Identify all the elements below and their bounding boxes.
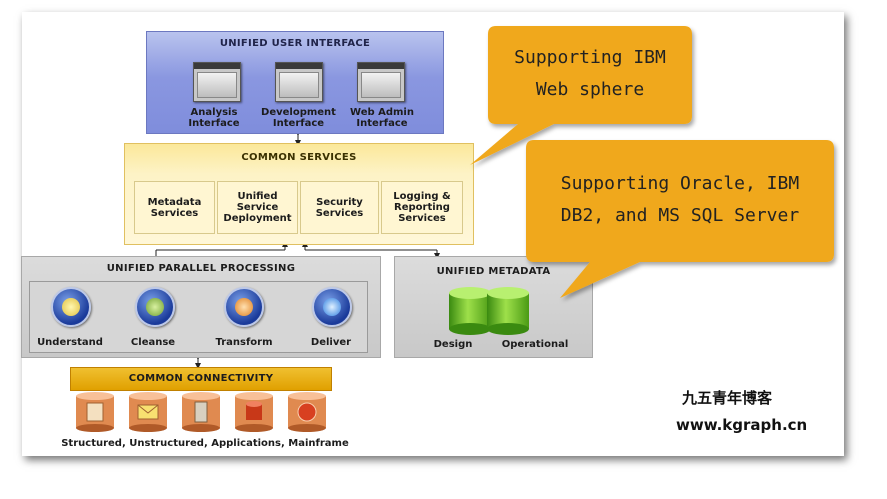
step-cleanse: Cleanse <box>130 337 176 348</box>
step-deliver: Deliver <box>310 337 352 348</box>
ui-item-web-admin: Web Admin Interface <box>350 107 414 129</box>
unified-user-interface-title: UNIFIED USER INTERFACE <box>219 38 371 49</box>
common-services-title: COMMON SERVICES <box>241 152 357 163</box>
unified-metadata-title: UNIFIED METADATA <box>436 266 551 277</box>
document-source-icon <box>76 392 114 432</box>
databases-callout-text: Supporting Oracle, IBM DB2, and MS SQL S… <box>560 173 800 226</box>
service-metadata: Metadata Services <box>134 181 215 234</box>
transform-icon <box>224 287 264 327</box>
connectivity-caption: Structured, Unstructured, Applications, … <box>61 438 349 449</box>
unified-metadata-panel: UNIFIED METADATA Design Operational <box>394 256 593 358</box>
ui-item-development: Development Interface <box>261 107 336 129</box>
step-transform: Transform <box>215 337 273 348</box>
server-source-icon <box>182 392 220 432</box>
step-understand: Understand <box>37 337 103 348</box>
unified-parallel-processing-panel: UNIFIED PARALLEL PROCESSING Understand C… <box>21 256 381 358</box>
analysis-window-icon <box>193 62 241 102</box>
web-admin-window-icon <box>357 62 405 102</box>
ui-item-analysis: Analysis Interface <box>188 107 240 129</box>
metadata-operational: Operational <box>501 339 569 350</box>
deliver-icon <box>312 287 352 327</box>
watermark-name: 九五青年博客 <box>682 389 773 407</box>
service-security: Security Services <box>300 181 379 234</box>
mail-source-icon <box>129 392 167 432</box>
common-services-panel: COMMON SERVICES Metadata Services Unifie… <box>124 143 474 245</box>
common-connectivity-title: COMMON CONNECTIVITY <box>70 367 332 391</box>
service-logging-reporting: Logging & Reporting Services <box>381 181 463 234</box>
unified-user-interface-panel: UNIFIED USER INTERFACE Analysis Interfac… <box>146 31 444 134</box>
metadata-design: Design <box>433 339 473 350</box>
service-unified-deployment: Unified Service Deployment <box>217 181 298 234</box>
websphere-callout-bubble <box>470 26 692 165</box>
unified-parallel-processing-title: UNIFIED PARALLEL PROCESSING <box>106 263 296 274</box>
processing-steps-box: Understand Cleanse Transform Deliver <box>29 281 368 353</box>
leaf-icon <box>135 287 175 327</box>
database-source-icon <box>235 392 273 432</box>
watermark-url: www.kgraph.cn <box>676 416 808 434</box>
metadata-cylinders-icon <box>449 287 529 335</box>
lightbulb-icon <box>51 287 91 327</box>
databases-callout-bubble <box>526 140 834 298</box>
websphere-callout-text: Supporting IBM Web sphere <box>514 47 666 100</box>
mainframe-source-icon <box>288 392 326 432</box>
development-window-icon <box>275 62 323 102</box>
